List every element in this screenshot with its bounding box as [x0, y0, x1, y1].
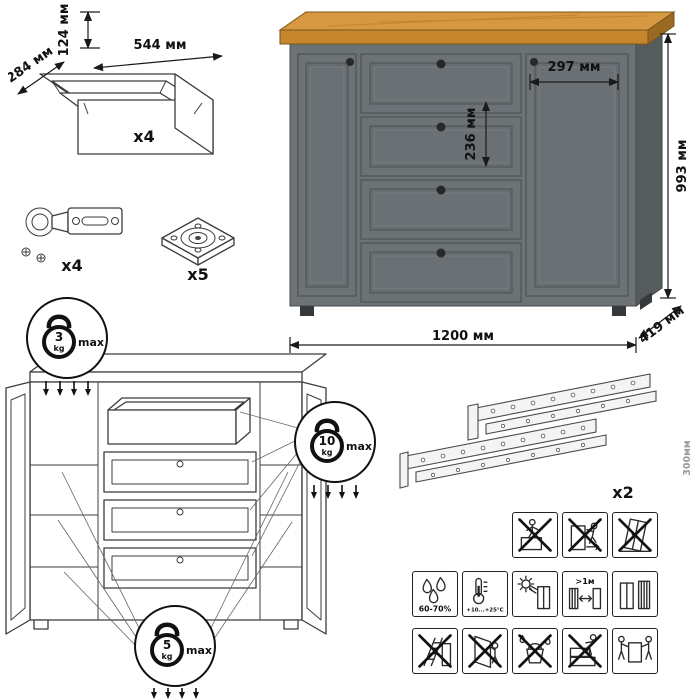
carry-with-two-people-icon: [612, 628, 658, 674]
no-hanging-on-doors-icon: [462, 628, 508, 674]
kettlebell-icon: [314, 418, 340, 433]
drawer-slides-diagram: x2 300мм: [399, 373, 693, 502]
drawer-box-height-label: 124 мм: [57, 4, 72, 57]
humidity-range-icon: 60-70%: [412, 571, 458, 617]
no-leaning-objects-icon: [412, 628, 458, 674]
kettlebell-icon: [154, 622, 180, 637]
cabinet-width-label: 1200 мм: [432, 329, 494, 344]
pulled-out-drawer: [107, 397, 251, 445]
down-arrows: [313, 485, 357, 493]
dresser-diagram: 297 мм 236 мм 993 мм 1200 мм 419 мм: [278, 11, 690, 353]
right-door-knob: [530, 58, 538, 66]
down-arrows: [153, 688, 197, 693]
no-pushing-loaded-cabinet-icon: [562, 512, 608, 558]
left-door: [297, 53, 357, 297]
shelf-load-max-label: max: [186, 644, 212, 657]
avoid-direct-sunlight-icon: [512, 571, 558, 617]
open-dresser-drawing: [5, 353, 327, 635]
drawer-load-value: 10: [319, 434, 336, 448]
top-load-limit-badge: 3 kg max: [26, 297, 108, 396]
shelf-load-value: 5: [163, 638, 171, 652]
drawer-box-diagram: 544 мм 284 мм 124 мм x4: [8, 4, 223, 155]
slides-count-label: x2: [612, 483, 633, 502]
drawer-load-limit-badge: 10 kg max: [294, 401, 376, 499]
right-section-width-label: 297 мм: [548, 60, 601, 75]
drawer-box-drawing: [39, 73, 214, 155]
mounting-plate-diagram: x5: [161, 217, 235, 284]
down-arrows: [45, 381, 89, 390]
open-left-door: [5, 381, 31, 635]
drawer-load-unit: kg: [321, 448, 332, 457]
mounting-plate-count-label: x5: [187, 265, 208, 284]
rail-holes: [420, 380, 636, 478]
top-load-max-label: max: [78, 336, 104, 349]
dresser-foot: [300, 306, 314, 316]
drawer-4-knob: [436, 248, 446, 258]
drawer-slide-rails: [399, 373, 657, 489]
temperature-range-icon: +10...+25°С: [462, 571, 508, 617]
kettlebell-icon: [46, 314, 72, 329]
drawer-3: [360, 179, 522, 240]
humidity-value: 60-70%: [419, 604, 452, 613]
cabinet-depth-label: 419 мм: [636, 303, 687, 347]
top-load-value: 3: [55, 330, 63, 344]
min-distance-value: >1м: [575, 576, 594, 586]
temperature-value: +10...+25°С: [466, 607, 503, 613]
drawer-box-count-label: x4: [133, 127, 154, 146]
drawer-front-height-label: 236 мм: [464, 108, 479, 161]
top-load-unit: kg: [53, 344, 64, 353]
right-door: [525, 53, 629, 297]
dresser-foot: [612, 306, 626, 316]
drawer-2-knob: [436, 122, 446, 132]
no-wet-cleaning-icon: [512, 628, 558, 674]
cabinet-height-label: 993 мм: [675, 140, 690, 193]
slides-length-label: 300мм: [682, 440, 693, 475]
hinge-diagram: x4: [21, 207, 123, 275]
dresser-illustration: [278, 11, 676, 316]
left-door-knob: [346, 58, 354, 66]
shelf-load-unit: kg: [161, 652, 172, 661]
keep-away-from-radiator-icon: [612, 571, 658, 617]
drawer-3-knob: [436, 185, 446, 195]
drawer-1: [360, 53, 522, 114]
open-dresser-load-diagram: 3 kg max 10 kg max: [5, 297, 376, 699]
hinge-icon: [21, 207, 123, 263]
drawer-1-knob: [436, 59, 446, 69]
drawer-2: [360, 116, 522, 177]
leader-lines: [57, 411, 301, 651]
mounting-plate-icon: [161, 217, 235, 266]
no-climbing-on-drawers-icon: [562, 628, 608, 674]
drawer-load-max-label: max: [346, 440, 372, 453]
drawer-4: [360, 242, 522, 303]
drawer-box-width-label: 544 мм: [134, 38, 187, 53]
distance-from-heat-source-icon: >1м: [562, 571, 608, 617]
hinge-count-label: x4: [61, 256, 82, 275]
shelf-load-limit-badge: 5 kg max: [134, 605, 216, 699]
no-standing-during-assembly-icon: [512, 512, 558, 558]
no-tilting-cabinet-icon: [612, 512, 658, 558]
